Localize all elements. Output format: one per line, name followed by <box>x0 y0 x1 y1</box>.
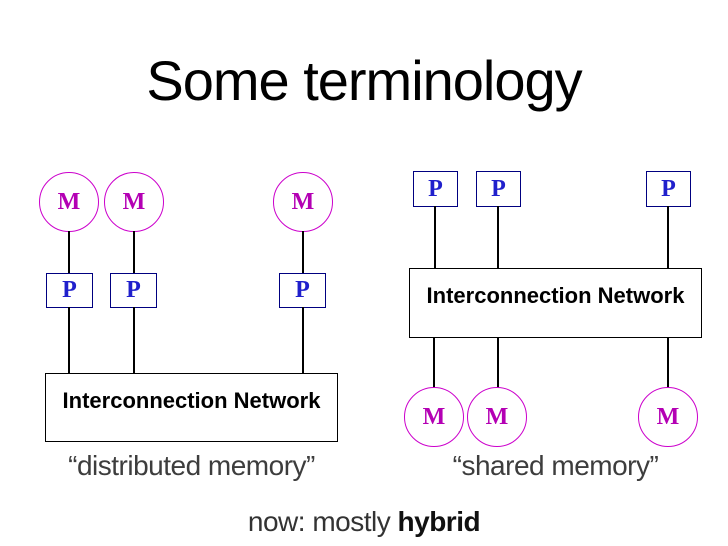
processor-node: P <box>413 171 458 207</box>
footer-prefix: now: mostly <box>247 506 398 537</box>
processor-node: P <box>476 171 521 207</box>
network-label: Interconnection Network <box>62 388 321 413</box>
network-label: Interconnection Network <box>426 283 685 308</box>
slide-title: Some terminology <box>146 49 582 112</box>
connector-line <box>302 307 304 374</box>
memory-node: M <box>404 387 464 447</box>
interconnection-network-box: Interconnection Network <box>409 268 702 338</box>
connector-line <box>497 206 499 269</box>
connector-line <box>497 337 499 388</box>
connector-line <box>667 206 669 269</box>
memory-node: M <box>39 172 99 232</box>
memory-node: M <box>467 387 527 447</box>
connector-line <box>433 337 435 388</box>
connector-line <box>133 231 135 274</box>
processor-node: P <box>46 273 93 308</box>
connector-line <box>434 206 436 269</box>
interconnection-network-box: Interconnection Network <box>45 373 338 442</box>
footer-note: now: mostly hybrid <box>0 508 728 536</box>
connector-line <box>68 307 70 374</box>
memory-node: M <box>104 172 164 232</box>
diagram-caption-distributed: “distributed memory” <box>68 450 315 481</box>
processor-node: P <box>646 171 691 207</box>
connector-line <box>68 231 70 274</box>
memory-node: M <box>638 387 698 447</box>
processor-node: P <box>279 273 326 308</box>
connector-line <box>133 307 135 374</box>
footer-emphasis: hybrid <box>397 506 481 537</box>
connector-line <box>302 231 304 274</box>
connector-line <box>667 337 669 388</box>
diagram-caption-shared: “shared memory” <box>452 450 659 481</box>
processor-node: P <box>110 273 157 308</box>
memory-node: M <box>273 172 333 232</box>
